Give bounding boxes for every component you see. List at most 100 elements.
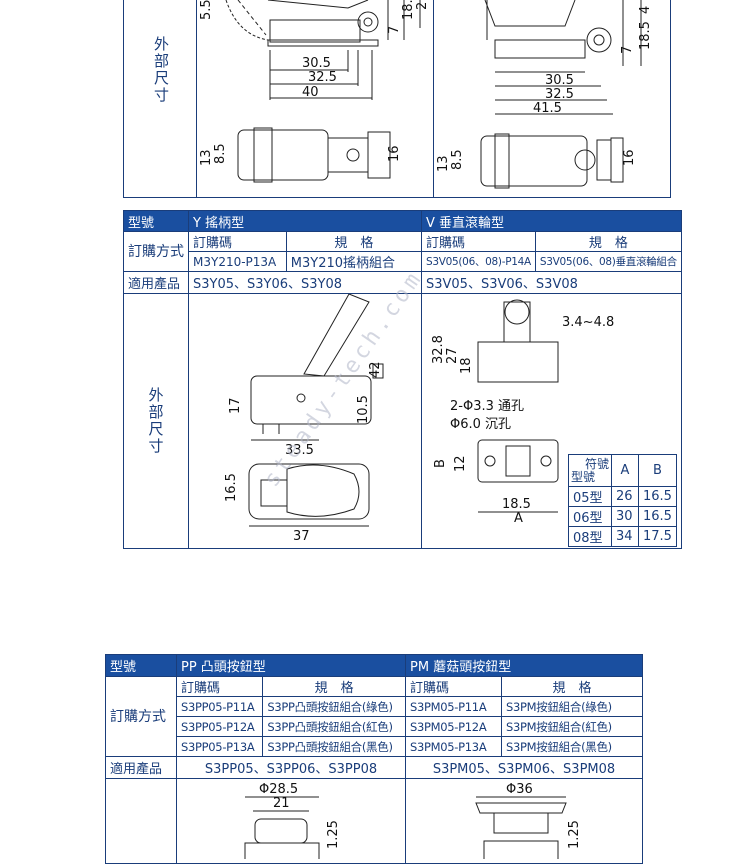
- table-pp-pm: 型號 PP 凸頭按鈕型 PM 蘑菇頭按鈕型 訂購方式 訂購碼 規 格 訂購碼 規…: [105, 654, 643, 864]
- y-dim-16-5: 16.5: [224, 473, 239, 502]
- dim-a9: 2: [415, 2, 430, 10]
- model-header: 型號: [123, 210, 189, 232]
- dim-a10: 7: [387, 26, 402, 34]
- pm-drawing-cell: Φ36 1.25: [405, 778, 643, 864]
- outer-dim-cell-p: [105, 778, 177, 864]
- model-header-p: 型號: [105, 654, 177, 677]
- pm-order-code: S3PM05-P12A: [405, 716, 502, 737]
- spec-header-pp: 規 格: [262, 676, 406, 697]
- pm-dim-thickness: 1.25: [567, 820, 582, 849]
- dim-b8: 8.5: [450, 149, 465, 170]
- v-through-hole: 2-Φ3.3 通孔: [450, 399, 524, 414]
- v-order-code: S3V05(06、08)-P14A: [421, 251, 536, 272]
- pp-dim-diameter: Φ28.5: [259, 782, 298, 797]
- dim-a2: 18.5: [401, 0, 416, 20]
- dim-a8: 16: [387, 145, 402, 162]
- dim-a4: 32.5: [308, 70, 337, 85]
- v-counterbore: Φ6.0 沉孔: [450, 417, 511, 432]
- order-code-header-y: 訂購碼: [188, 231, 287, 252]
- sub-header-model: 型號: [571, 469, 596, 484]
- dim-a1: 5.5: [199, 0, 214, 20]
- apply-label-p: 適用產品: [105, 756, 177, 779]
- spec-header-v: 規 格: [534, 231, 682, 252]
- sub-col-b: B: [638, 454, 677, 487]
- pm-type-title: PM 蘑菇頭按鈕型: [405, 654, 643, 677]
- drawing-v-roller: 3.4~4.8 32.8 27 18 2-Φ3.3 通孔 Φ6.0 沉孔 12 …: [431, 299, 614, 526]
- v-dim-18-5: 18.5: [502, 497, 531, 512]
- dim-b6: 41.5: [533, 101, 562, 116]
- sub-row-a: 34: [611, 526, 639, 547]
- dim-a5: 40: [302, 85, 319, 100]
- pp-dim-21: 21: [273, 796, 290, 811]
- y-apply-products: S3Y05、S3Y06、S3Y08: [188, 271, 422, 294]
- v-dim-12: 12: [453, 455, 468, 472]
- dim-b7: 13: [436, 155, 451, 172]
- subtable-corner: 符號型號: [568, 454, 612, 487]
- outer-dim-label-top: 外部尺寸: [152, 36, 170, 104]
- v-dim-a: A: [514, 511, 523, 526]
- y-dim-10-5: 10.5: [356, 395, 371, 424]
- sub-row-b: 17.5: [638, 526, 677, 547]
- sub-row-a: 26: [611, 486, 639, 507]
- y-dim-42: 42: [368, 361, 383, 378]
- y-spec: M3Y210搖柄組合: [285, 251, 423, 272]
- sub-row-b: 16.5: [638, 486, 677, 507]
- sub-row-a: 30: [611, 506, 639, 527]
- pp-dim-thickness: 1.25: [326, 820, 341, 849]
- pm-apply-products: S3PM05、S3PM06、S3PM08: [405, 756, 643, 779]
- order-method-label-p: 訂購方式: [105, 676, 177, 757]
- pp-spec: S3PP凸頭按鈕組合(黑色): [262, 736, 406, 757]
- pm-spec: S3PM按鈕組合(紅色): [501, 716, 643, 737]
- dim-b1: 18.5: [638, 21, 653, 50]
- dim-b9: 16: [622, 149, 637, 166]
- order-code-header-pp: 訂購碼: [175, 676, 264, 697]
- pm-dim-diameter: Φ36: [506, 782, 533, 797]
- top-divider-mid: [433, 0, 434, 198]
- v-drawing-cell: 3.4~4.8 32.8 27 18 2-Φ3.3 通孔 Φ6.0 沉孔 12 …: [421, 293, 682, 549]
- y-dim-33-5: 33.5: [285, 443, 314, 458]
- pp-spec: S3PP凸頭按鈕組合(綠色): [262, 696, 406, 717]
- pp-order-code: S3PP05-P12A: [175, 716, 264, 737]
- dim-b4: 30.5: [545, 73, 574, 88]
- pp-drawing-cell: Φ28.5 21 1.25: [176, 778, 406, 864]
- order-code-header-pm: 訂購碼: [405, 676, 502, 697]
- y-drawing-cell: 17 42 10.5 33.5 16.5 37: [188, 293, 422, 549]
- apply-label-y: 適用產品: [123, 271, 189, 294]
- v-type-title: V 垂直滾輪型: [421, 210, 682, 232]
- v-dim-27: 27: [445, 347, 460, 364]
- pm-spec: S3PM按鈕組合(綠色): [501, 696, 643, 717]
- sub-row-model: 06型: [568, 506, 612, 527]
- v-dim-b: B: [433, 459, 448, 468]
- sub-row-model: 05型: [568, 486, 612, 507]
- v-dim-18: 18: [459, 357, 474, 374]
- drawing-y-lever: 17 42 10.5 33.5 16.5 37: [224, 294, 384, 544]
- pp-order-code: S3PP05-P11A: [175, 696, 264, 717]
- sub-col-a: A: [611, 454, 639, 487]
- pp-type-title: PP 凸頭按鈕型: [176, 654, 406, 677]
- v-dim-stroke: 3.4~4.8: [562, 315, 614, 330]
- sub-row-b: 16.5: [638, 506, 677, 527]
- top-section-frame: [123, 0, 671, 198]
- drawing-right-top: 30.5 32.5 41.5 18.5 4 7 13 8.5 16: [436, 0, 653, 189]
- pm-order-code: S3PM05-P13A: [405, 736, 502, 757]
- spec-header-pm: 規 格: [501, 676, 643, 697]
- drawing-pm-button: Φ36 1.25: [475, 782, 582, 863]
- y-order-code: M3Y210-P13A: [188, 251, 287, 272]
- y-dim-37: 37: [293, 529, 310, 544]
- dim-a6: 13: [199, 149, 214, 166]
- v-spec: S3V05(06、08)垂直滾輪組合: [534, 251, 682, 272]
- pp-order-code: S3PP05-P13A: [175, 736, 264, 757]
- y-type-title: Y 搖柄型: [188, 210, 422, 232]
- pm-spec: S3PM按鈕組合(黑色): [501, 736, 643, 757]
- outer-dim-label-y: 外部尺寸: [146, 387, 165, 455]
- dim-b5: 32.5: [545, 87, 574, 102]
- v-dim-32-8: 32.8: [431, 335, 446, 364]
- top-divider: [196, 0, 197, 198]
- table-y-v: 型號 Y 搖柄型 V 垂直滾輪型 訂購方式 訂購碼 規 格 訂購碼 規 格 M3…: [123, 210, 682, 549]
- pp-apply-products: S3PP05、S3PP06、S3PP08: [176, 756, 406, 779]
- dim-b3: 7: [620, 46, 635, 54]
- v-apply-products: S3V05、S3V06、S3V08: [421, 271, 682, 294]
- pm-order-code: S3PM05-P11A: [405, 696, 502, 717]
- outer-dim-cell-y: 外部尺寸: [123, 293, 189, 549]
